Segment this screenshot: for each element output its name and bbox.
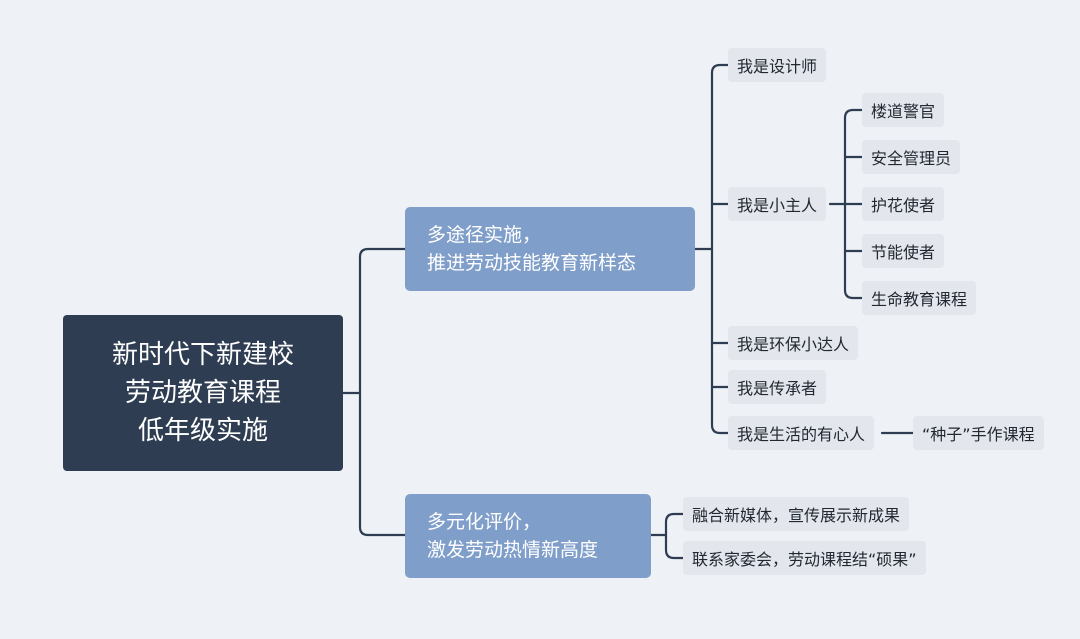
connector-xiaozhuren [828,108,864,300]
leaf-node: 我是环保小达人 [728,326,859,360]
leaf-node: 我是传承者 [728,370,827,404]
branch-node-evaluation: 多元化评价， 激发劳动热情新高度 [405,494,651,578]
branch-line: 推进劳动技能教育新样态 [427,252,637,274]
root-line: 低年级实施 [137,416,268,446]
connector-branch1 [693,63,730,435]
leaf-node: 节能使者 [862,234,945,268]
leaf-node: 我是小主人 [728,187,827,221]
leaf-node: 联系家委会，劳动课程结“硕果” [683,541,926,575]
connector-branch2 [649,512,685,560]
leaf-node: 生命教育课程 [862,281,977,315]
branch-node-implementation: 多途径实施， 推进劳动技能教育新样态 [405,207,695,291]
leaf-node: 我是设计师 [728,48,827,82]
leaf-node: “种子”手作课程 [913,416,1044,450]
leaf-node: 楼道警官 [862,93,945,127]
leaf-node: 我是生活的有心人 [728,416,875,450]
leaf-node: 融合新媒体，宣传展示新成果 [683,497,910,531]
branch-line: 激发劳动热情新高度 [427,539,599,561]
root-line: 新时代下新建校 [111,340,294,370]
leaf-node: 安全管理员 [862,140,961,174]
leaf-node: 护花使者 [862,187,945,221]
branch-line: 多途径实施， [427,224,542,246]
branch-line: 多元化评价， [427,511,542,533]
root-node: 新时代下新建校 劳动教育课程 低年级实施 [63,315,343,471]
root-line: 劳动教育课程 [124,378,281,408]
connector-root-trunk [341,247,407,537]
